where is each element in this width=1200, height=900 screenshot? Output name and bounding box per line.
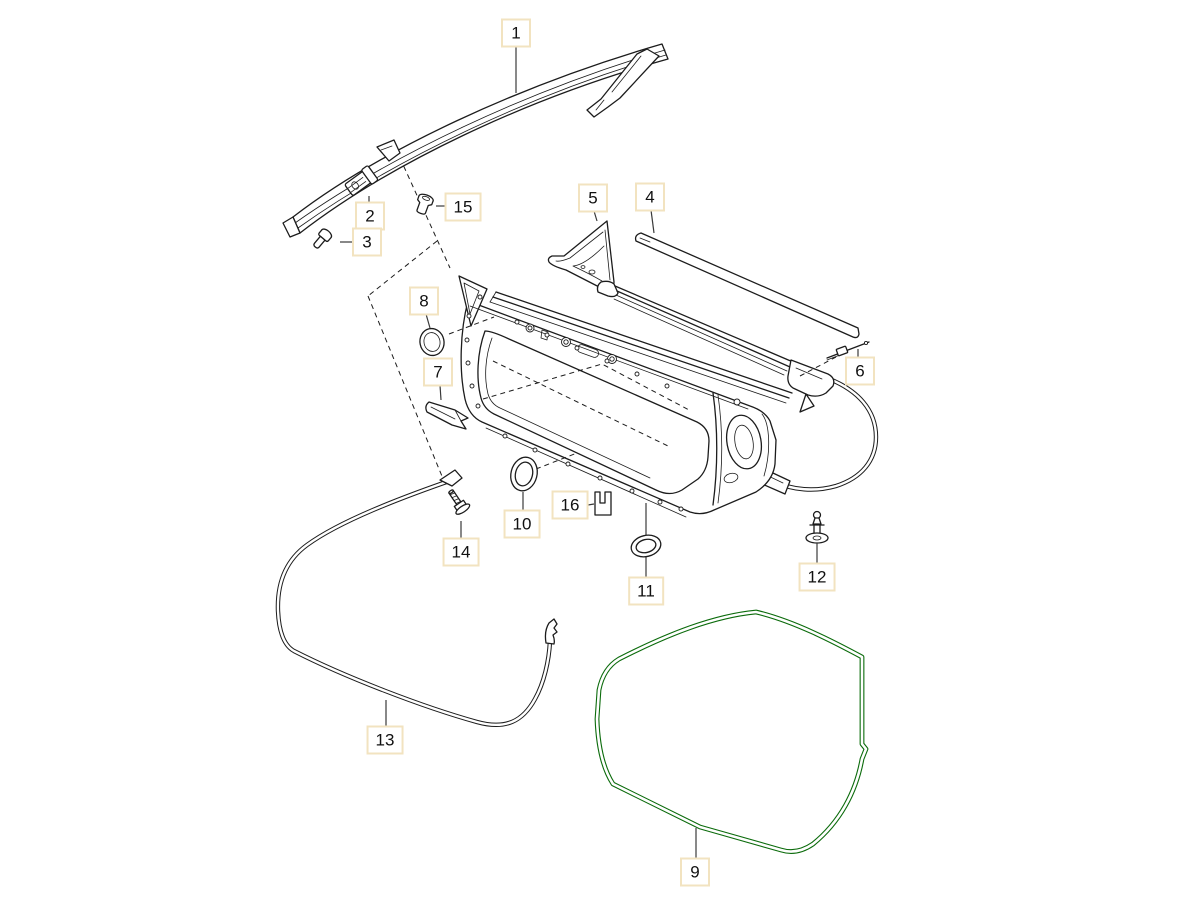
part-4-window-channel-strip	[634, 232, 860, 339]
part-16-clip	[594, 491, 612, 516]
part-6-pin	[826, 340, 870, 361]
callout-6[interactable]: 6	[845, 356, 875, 386]
callout-13[interactable]: 13	[366, 725, 404, 755]
door-holes	[464, 294, 684, 512]
callout-15[interactable]: 15	[444, 192, 482, 222]
door-shell-drawing	[458, 275, 793, 518]
callout-leader-lines	[340, 47, 859, 859]
callout-2[interactable]: 2	[355, 201, 385, 231]
part-13-door-seal	[275, 469, 558, 728]
part-1-window-frame-trim	[282, 43, 669, 238]
part-10-locator-dash	[535, 452, 578, 470]
callout-4[interactable]: 4	[635, 182, 665, 212]
callout-12[interactable]: 12	[798, 562, 836, 592]
mounting-dashed-lines	[367, 157, 451, 487]
part-3-screw	[313, 228, 333, 249]
callout-8[interactable]: 8	[409, 286, 439, 316]
callout-11[interactable]: 11	[628, 576, 664, 606]
part-9-door-seal-green	[594, 609, 869, 854]
part-12-valve-clip	[805, 510, 829, 544]
callout-10[interactable]: 10	[503, 509, 541, 539]
part-11-grommet	[630, 534, 662, 558]
callout-1[interactable]: 1	[501, 18, 531, 48]
part-8-grommet	[419, 327, 445, 357]
callout-9[interactable]: 9	[680, 857, 710, 887]
callout-7[interactable]: 7	[423, 357, 453, 387]
part-7-bracket	[425, 401, 469, 430]
callout-3[interactable]: 3	[352, 227, 382, 257]
window-guide-rail	[596, 280, 837, 413]
part-8-locator-dash	[448, 316, 495, 335]
part-15-bushing	[416, 193, 434, 215]
quarter-window-seal	[752, 375, 879, 495]
part-14-screw	[448, 489, 471, 515]
callout-14[interactable]: 14	[442, 537, 480, 567]
callout-16[interactable]: 16	[551, 490, 589, 520]
part-10-grommet	[510, 456, 538, 492]
callout-5[interactable]: 5	[578, 183, 608, 213]
part-5-mirror-triangle	[547, 220, 615, 291]
part-2-clip	[344, 165, 379, 196]
